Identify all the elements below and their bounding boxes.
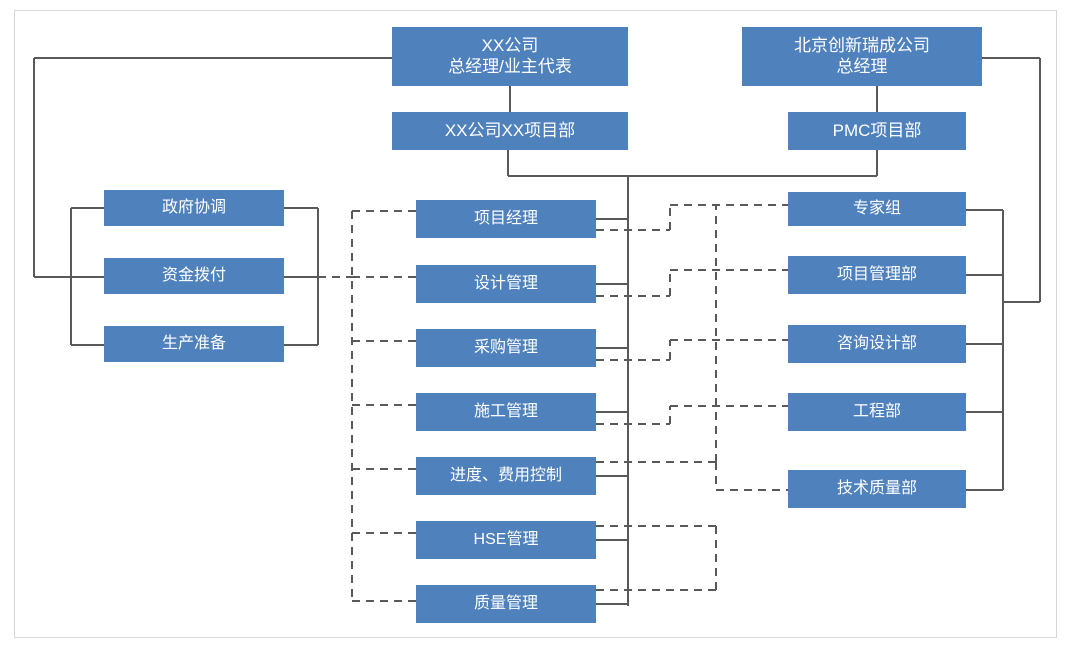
node-project-management-dept-label: 项目管理部 xyxy=(836,265,917,283)
node-engineering-dept[interactable]: 工程部 xyxy=(788,393,966,431)
node-quality-management[interactable]: 质量管理 xyxy=(416,585,596,623)
node-owner-project-dept[interactable]: XX公司XX项目部 xyxy=(392,112,628,150)
node-fund-allocation[interactable]: 资金拨付 xyxy=(104,258,284,294)
node-quality-management-label: 质量管理 xyxy=(473,594,538,612)
node-expert-group-label: 专家组 xyxy=(852,199,901,217)
node-project-manager-label: 项目经理 xyxy=(473,209,538,227)
node-design-management[interactable]: 设计管理 xyxy=(416,265,596,303)
node-expert-group[interactable]: 专家组 xyxy=(788,192,966,226)
node-technical-quality-dept[interactable]: 技术质量部 xyxy=(788,470,966,508)
node-production-preparation[interactable]: 生产准备 xyxy=(104,326,284,362)
node-consulting-design-dept[interactable]: 咨询设计部 xyxy=(788,325,966,363)
node-owner-project-dept-label: XX公司XX项目部 xyxy=(444,120,576,140)
node-pmc-project-dept-label: PMC项目部 xyxy=(832,120,922,140)
node-construction-management-label: 施工管理 xyxy=(473,402,538,420)
node-project-manager[interactable]: 项目经理 xyxy=(416,200,596,238)
node-government-coordination-label: 政府协调 xyxy=(161,198,226,216)
node-consulting-design-dept-label: 咨询设计部 xyxy=(836,334,917,352)
node-schedule-cost-control[interactable]: 进度、费用控制 xyxy=(416,457,596,495)
node-technical-quality-dept-label: 技术质量部 xyxy=(836,479,917,497)
node-procurement-management[interactable]: 采购管理 xyxy=(416,329,596,367)
node-pmc-gm-label: 北京创新瑞成公司 总经理 xyxy=(794,36,930,76)
node-government-coordination[interactable]: 政府协调 xyxy=(104,190,284,226)
node-pmc-project-dept[interactable]: PMC项目部 xyxy=(788,112,966,150)
node-owner-gm[interactable]: XX公司 总经理/业主代表 xyxy=(392,27,628,86)
node-construction-management[interactable]: 施工管理 xyxy=(416,393,596,431)
node-hse-management-label: HSE管理 xyxy=(473,530,539,548)
node-schedule-cost-control-label: 进度、费用控制 xyxy=(449,466,562,484)
node-production-preparation-label: 生产准备 xyxy=(161,334,226,352)
node-pmc-gm[interactable]: 北京创新瑞成公司 总经理 xyxy=(742,27,982,86)
node-hse-management[interactable]: HSE管理 xyxy=(416,521,596,559)
node-project-management-dept[interactable]: 项目管理部 xyxy=(788,256,966,294)
diagram-frame xyxy=(14,10,1057,638)
node-fund-allocation-label: 资金拨付 xyxy=(161,266,226,284)
node-engineering-dept-label: 工程部 xyxy=(852,402,901,420)
node-design-management-label: 设计管理 xyxy=(473,274,538,292)
node-owner-gm-label: XX公司 总经理/业主代表 xyxy=(448,36,572,76)
node-procurement-management-label: 采购管理 xyxy=(473,338,538,356)
